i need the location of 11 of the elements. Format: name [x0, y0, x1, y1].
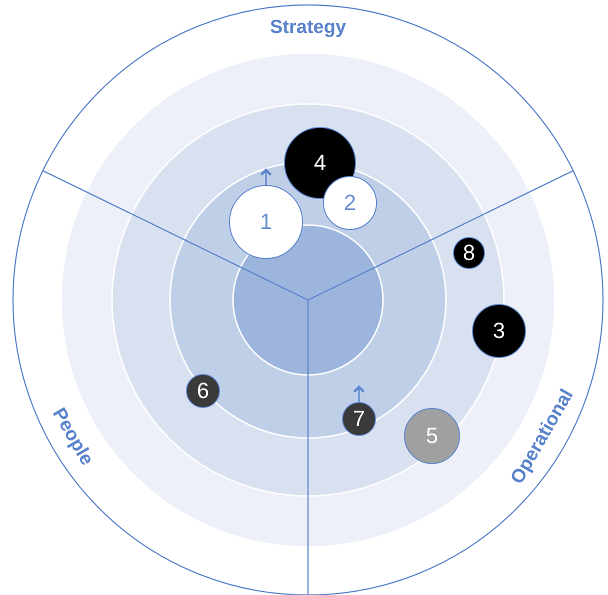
circle-number: 5	[426, 425, 438, 447]
circle-number: 1	[260, 211, 272, 233]
circle-number: 6	[196, 380, 210, 402]
circle-number: 4	[314, 152, 326, 174]
circle-number: 2	[344, 192, 356, 214]
circle-number: 3	[492, 320, 506, 342]
circle-number: 8	[462, 242, 476, 264]
sector-label: Strategy	[270, 17, 346, 39]
arrow	[353, 386, 365, 402]
circle-number: 7	[352, 408, 366, 430]
arrow	[260, 168, 272, 185]
